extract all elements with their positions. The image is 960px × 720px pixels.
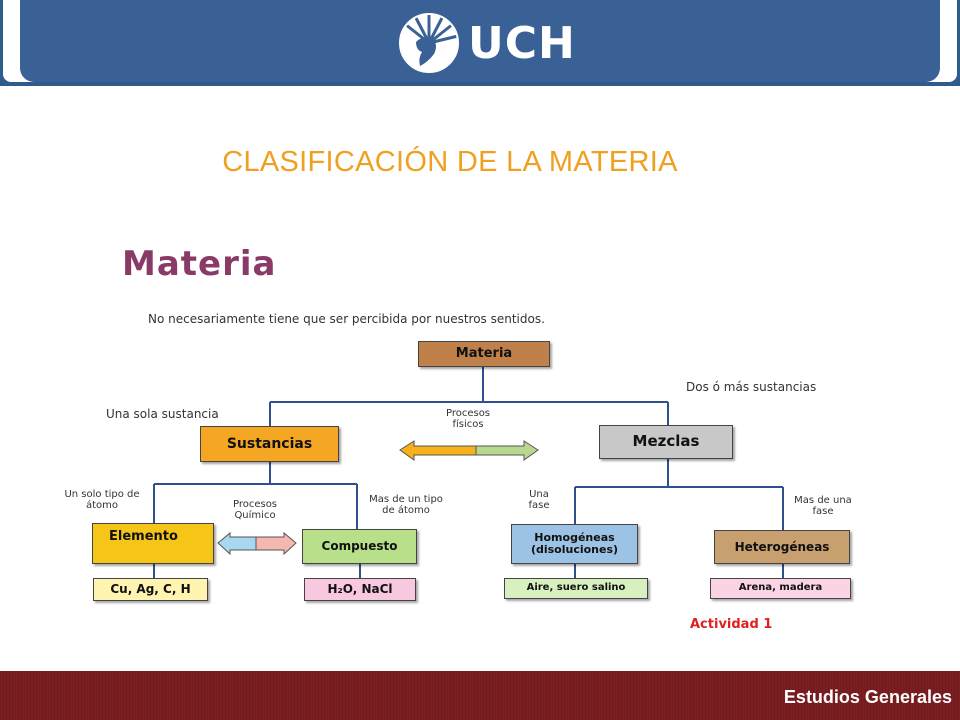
example-elemento: Cu, Ag, C, H bbox=[93, 578, 208, 601]
header: UCH bbox=[0, 0, 960, 86]
example-heterogeneas: Arena, madera bbox=[710, 578, 851, 599]
label-procesos-quimico: Procesos Químico bbox=[232, 499, 278, 521]
diagram-subtitle: No necesariamente tiene que ser percibid… bbox=[148, 312, 545, 326]
label-una-fase: Una fase bbox=[528, 489, 550, 511]
node-elemento: Elemento bbox=[92, 523, 214, 564]
node-compuesto: Compuesto bbox=[302, 529, 417, 564]
slide-title: CLASIFICACIÓN DE LA MATERIA bbox=[222, 146, 678, 178]
label-un-solo-tipo: Un solo tipo de átomo bbox=[64, 489, 140, 511]
uch-logo[interactable]: UCH bbox=[398, 12, 575, 74]
node-mezclas: Mezclas bbox=[599, 425, 733, 459]
label-dos-o-mas-sustancias: Dos ó más sustancias bbox=[686, 380, 817, 394]
example-homogeneas: Aire, suero salino bbox=[504, 578, 648, 599]
physical-process-arrow bbox=[399, 440, 539, 461]
label-mas-de-un-tipo: Mas de un tipo de átomo bbox=[369, 494, 443, 516]
activity-label: Actividad 1 bbox=[690, 617, 773, 632]
label-procesos-fisicos: Procesos físicos bbox=[445, 408, 491, 430]
label-una-sola-sustancia: Una sola sustancia bbox=[106, 407, 219, 421]
node-homogeneas: Homogéneas (disoluciones) bbox=[511, 524, 638, 564]
footer-text: Estudios Generales bbox=[783, 687, 952, 707]
header-bar: UCH bbox=[20, 0, 940, 82]
node-materia: Materia bbox=[418, 341, 550, 367]
example-compuesto: H₂O, NaCl bbox=[304, 578, 416, 601]
label-mas-de-una-fase: Mas de una fase bbox=[794, 495, 852, 517]
diagram-title: Materia bbox=[122, 244, 277, 284]
footer-bar: Estudios Generales bbox=[0, 671, 960, 720]
logo-text: UCH bbox=[468, 18, 576, 69]
node-heterogeneas: Heterogéneas bbox=[714, 530, 850, 564]
node-sustancias: Sustancias bbox=[200, 426, 339, 462]
chemical-process-arrow bbox=[217, 531, 297, 556]
uch-emblem-icon bbox=[399, 13, 459, 73]
